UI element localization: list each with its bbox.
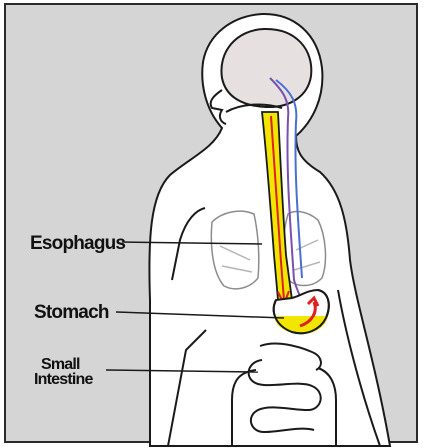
stomach-label: Stomach <box>34 303 109 322</box>
left-lung <box>211 211 258 289</box>
esophagus-label: Esophagus <box>30 234 125 253</box>
small-intestine-label-line2: Intestine <box>34 372 93 388</box>
brain <box>221 29 311 107</box>
